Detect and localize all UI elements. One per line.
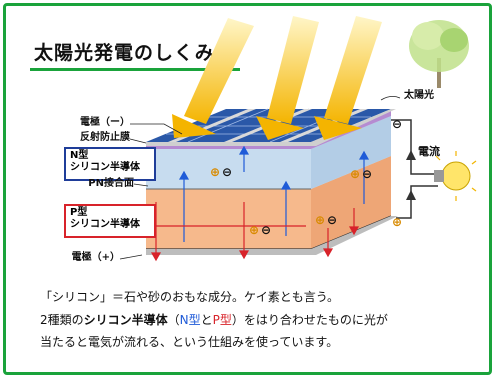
n-type-label-box: N型 シリコン半導体 xyxy=(64,147,156,181)
p-type-label: P型 xyxy=(70,207,88,218)
caption-line-1: 「シリコン」＝石や砂のおもな成分。ケイ素とも言う。 xyxy=(40,290,340,304)
p-type-sub-label: シリコン半導体 xyxy=(70,219,140,230)
external-circuit xyxy=(391,119,438,219)
n-type-sub-label: シリコン半導体 xyxy=(70,162,140,173)
hole-icon: ⊕ xyxy=(210,165,221,179)
electron-terminal-icon: ⊖ xyxy=(392,117,403,131)
hole-terminal-icon: ⊕ xyxy=(392,215,403,229)
caption-semiconductor: シリコン半導体 xyxy=(83,313,168,327)
page-title: 太陽光発電のしくみ xyxy=(34,42,215,64)
title-underline xyxy=(30,68,240,71)
caption-p-type: P型 xyxy=(212,313,232,327)
tree-icon xyxy=(409,20,469,88)
sunlight-label: 太陽光 xyxy=(404,90,434,101)
electron-icon: ⊖ xyxy=(327,213,338,227)
pn-junction-label: PN接合面 xyxy=(88,178,134,189)
n-type-label: N型 xyxy=(70,150,89,161)
solar-cell-diagram xyxy=(119,16,477,262)
diagram-frame: 太陽光発電のしくみ xyxy=(3,3,492,375)
electron-icon: ⊖ xyxy=(222,165,233,179)
electron-icon: ⊖ xyxy=(362,167,373,181)
hole-icon: ⊕ xyxy=(350,167,361,181)
caption-paren-open: （ xyxy=(167,313,180,327)
caption-n-type: N型 xyxy=(179,313,201,327)
antireflection-label: 反射防止膜 xyxy=(80,132,130,143)
electrode-top-label: 電極（ー） xyxy=(80,117,130,128)
caption-line-2-suffix: ）をはり合わせたものに光が xyxy=(231,313,388,327)
sun-ray-icon xyxy=(172,16,382,140)
caption-line-2: 2種類のシリコン半導体（N型とP型）をはり合わせたものに光が xyxy=(40,313,388,327)
hole-icon: ⊕ xyxy=(315,213,326,227)
caption-line-3: 当たると電気が流れる、という仕組みを使っています。 xyxy=(40,335,339,349)
light-bulb-icon xyxy=(434,151,477,201)
caption-line-2-prefix: 2種類の xyxy=(40,313,84,327)
current-label: 電流 xyxy=(418,145,440,158)
electron-icon: ⊖ xyxy=(261,223,272,237)
hole-icon: ⊕ xyxy=(249,223,260,237)
caption-and: と xyxy=(200,313,213,327)
p-type-label-box: P型 シリコン半導体 xyxy=(64,204,156,238)
electrode-bottom-label: 電極（+） xyxy=(71,252,120,263)
